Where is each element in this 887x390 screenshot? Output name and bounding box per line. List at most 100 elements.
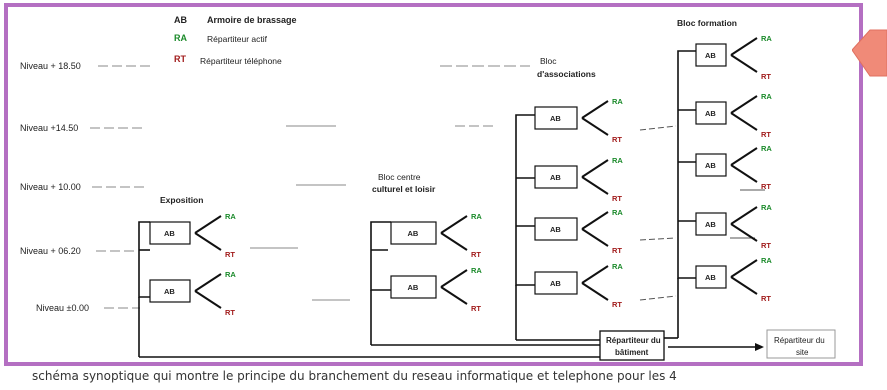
rt-label: RT (471, 250, 481, 259)
ab-label: AB (550, 114, 561, 123)
rt-label: RT (612, 300, 622, 309)
rt-label: RT (225, 250, 235, 259)
node-exposition-1: AB RA RT (149, 212, 236, 259)
repartiteur-batiment-label-1: Répartiteur du (606, 336, 661, 345)
rt-label: RT (761, 72, 771, 81)
fork-down-line (581, 282, 609, 301)
ab-label: AB (705, 273, 716, 282)
legend-rt-text: Répartiteur téléphone (200, 56, 282, 66)
repartiteur-site-label-1: Répartiteur du (774, 336, 825, 345)
ab-label: AB (705, 109, 716, 118)
rt-label: RT (761, 241, 771, 250)
levels: Niveau + 18.50 Niveau +14.50 Niveau + 10… (20, 61, 530, 313)
fork-down-line (194, 290, 222, 309)
legend-ra-code: RA (174, 33, 187, 43)
rt-label: RT (761, 130, 771, 139)
ab-box (695, 212, 727, 236)
ab-box (534, 217, 578, 241)
block-culturel-title-2: culturel et loisir (372, 184, 436, 194)
rt-label: RT (225, 308, 235, 317)
rt-label: RT (612, 135, 622, 144)
ab-box (534, 165, 578, 189)
ab-box (149, 221, 191, 245)
ra-label: RA (225, 270, 236, 279)
fork-down-line (440, 286, 468, 305)
node-associations-4: AB RA RT (534, 262, 623, 309)
fork-down-line (440, 232, 468, 251)
fork-down-line (581, 176, 609, 195)
block-titles: Exposition Bloc centre culturel et loisi… (160, 18, 737, 205)
legend: AB Armoire de brassage RA Répartiteur ac… (174, 15, 297, 66)
fork-up-line (581, 211, 609, 230)
repartiteur-batiment-label-2: bâtiment (615, 348, 649, 357)
node-culturel-1: AB RA RT (390, 212, 482, 259)
repartiteur-site: Répartiteur du site (766, 329, 836, 359)
legend-ab-code: AB (174, 15, 187, 25)
ab-box (390, 221, 437, 245)
ra-label: RA (761, 92, 772, 101)
fork-up-line (440, 215, 468, 234)
fork-down-line (730, 54, 758, 73)
fork-down-line (730, 276, 758, 295)
ab-label: AB (705, 51, 716, 60)
ab-label: AB (550, 279, 561, 288)
node-formation-2: AB RA RT (695, 92, 772, 139)
fork-up-line (194, 273, 222, 292)
ab-label: AB (550, 225, 561, 234)
ra-label: RA (471, 212, 482, 221)
fork-up-line (581, 265, 609, 284)
trunk-lines (138, 50, 696, 358)
ab-box (695, 153, 727, 177)
block-culturel-title-1: Bloc centre (378, 172, 421, 182)
ab-box (534, 106, 578, 130)
fork-up-line (730, 206, 758, 225)
legend-ab-text: Armoire de brassage (207, 15, 297, 25)
fork-up-line (730, 147, 758, 166)
fork-down-line (581, 117, 609, 136)
ab-label: AB (550, 173, 561, 182)
figure-caption: schéma synoptique qui montre le principe… (32, 369, 677, 383)
fork-down-line (581, 228, 609, 247)
fork-up-line (440, 269, 468, 288)
node-formation-5: AB RA RT (695, 256, 772, 303)
fork-up-line (194, 215, 222, 234)
block-exposition-title: Exposition (160, 195, 203, 205)
fork-up-line (730, 259, 758, 278)
rt-label: RT (612, 194, 622, 203)
level-label-06: Niveau + 06.20 (20, 246, 81, 256)
fork-up-line (581, 100, 609, 119)
block-formation-title: Bloc formation (677, 18, 737, 28)
ab-label: AB (164, 287, 175, 296)
level-label-00: Niveau ±0.00 (36, 303, 89, 313)
rt-label: RT (761, 182, 771, 191)
fork-down-line (730, 223, 758, 242)
ab-label: AB (408, 229, 419, 238)
ra-label: RA (225, 212, 236, 221)
level-label-10: Niveau + 10.00 (20, 182, 81, 192)
decorative-arrow-shape (852, 29, 887, 77)
ra-label: RA (761, 34, 772, 43)
block-associations-title-1: Bloc (540, 56, 557, 66)
ra-label: RA (612, 262, 623, 271)
arrow-to-site (668, 343, 764, 351)
ab-box (695, 101, 727, 125)
level-label-14: Niveau +14.50 (20, 123, 78, 133)
rt-label: RT (612, 246, 622, 255)
level-label-18: Niveau + 18.50 (20, 61, 81, 71)
ra-label: RA (761, 256, 772, 265)
node-formation-1: AB RA RT (695, 34, 772, 81)
fork-down-line (194, 232, 222, 251)
ra-label: RA (761, 144, 772, 153)
fork-up-line (581, 159, 609, 178)
rt-label: RT (761, 294, 771, 303)
ab-box (390, 275, 437, 299)
fork-down-line (730, 164, 758, 183)
fork-up-line (730, 37, 758, 56)
ab-label: AB (164, 229, 175, 238)
ab-box (534, 271, 578, 295)
